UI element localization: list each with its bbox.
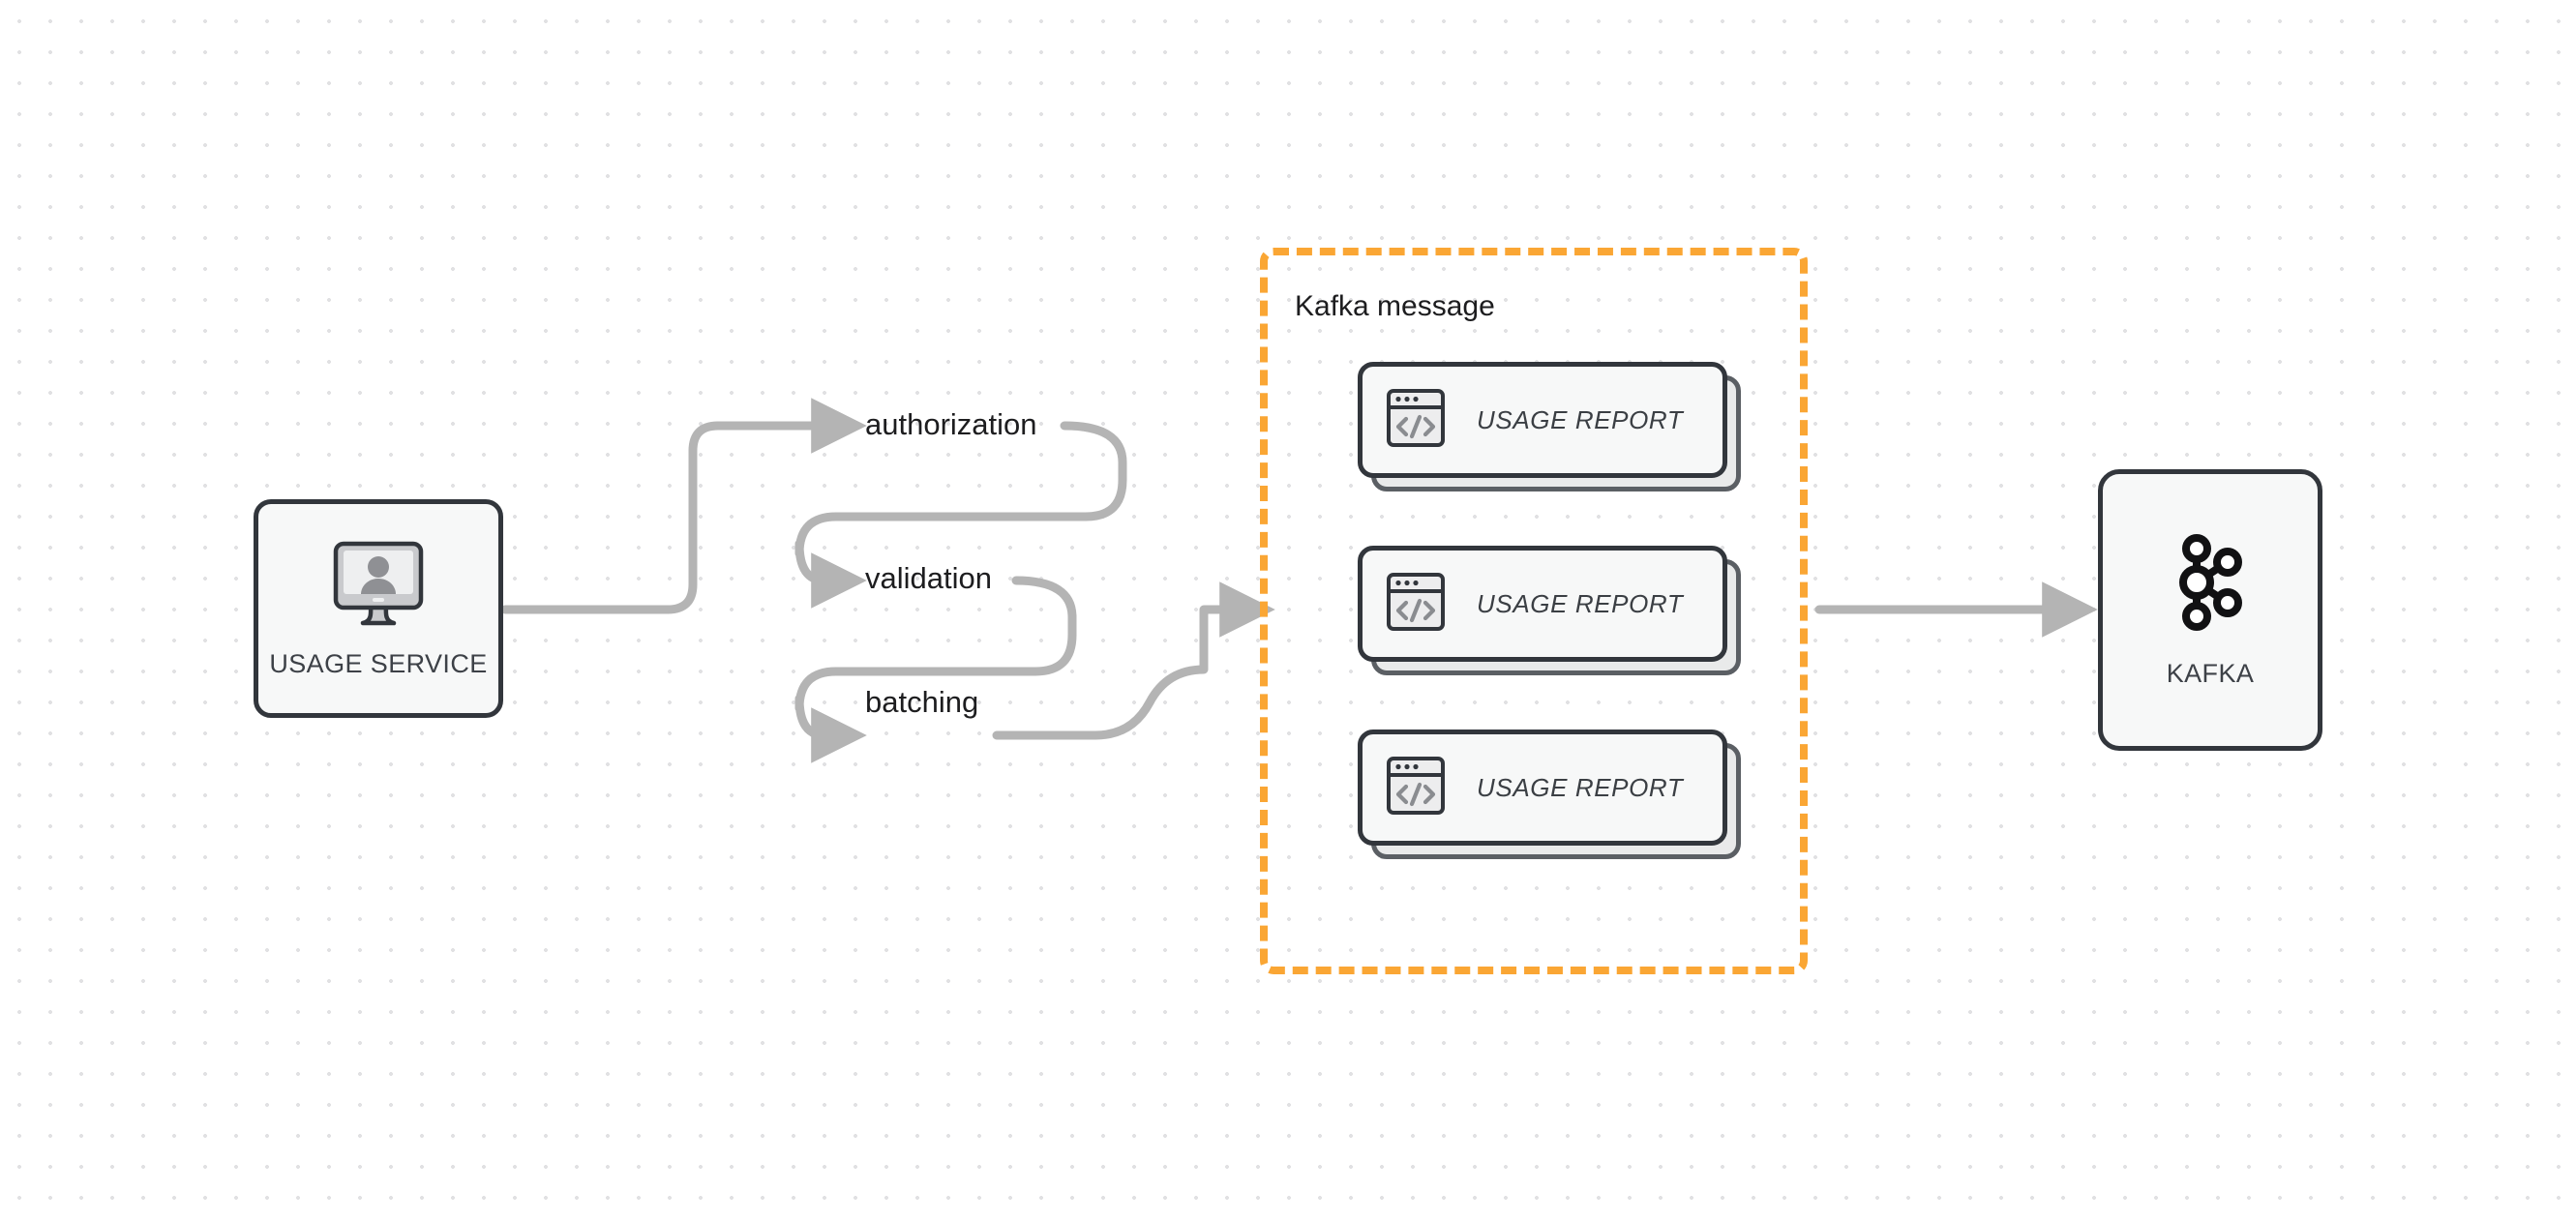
card-usage-report-front[interactable]: USAGE REPORT (1358, 546, 1727, 662)
node-kafka-label: KAFKA (2166, 658, 2255, 688)
card-usage-report-label: USAGE REPORT (1477, 588, 1684, 618)
code-window-icon (1386, 388, 1446, 453)
card-usage-report[interactable]: USAGE REPORT (1358, 730, 1741, 859)
flow-step-authorization: authorization (865, 407, 1037, 441)
card-usage-report[interactable]: USAGE REPORT (1358, 362, 1741, 491)
card-usage-report-label: USAGE REPORT (1477, 772, 1684, 802)
monitor-user-icon (328, 538, 429, 636)
edge-usage-service-to-authorization (500, 398, 867, 614)
card-usage-report-front[interactable]: USAGE REPORT (1358, 730, 1727, 846)
card-usage-report-label: USAGE REPORT (1477, 404, 1684, 434)
card-usage-report[interactable]: USAGE REPORT (1358, 546, 1741, 675)
card-usage-report-front[interactable]: USAGE REPORT (1358, 362, 1727, 478)
edge-authorization-to-validation (794, 421, 1127, 609)
edge-batching-to-kafka-message (992, 581, 1275, 740)
node-kafka[interactable]: KAFKA (2098, 469, 2322, 751)
node-usage-service[interactable]: USAGE SERVICE (254, 499, 503, 718)
kafka-logo-icon (2172, 532, 2249, 638)
group-kafka-message (1260, 248, 1808, 974)
node-usage-service-label: USAGE SERVICE (269, 649, 488, 678)
code-window-icon (1386, 756, 1446, 820)
group-kafka-message-title: Kafka message (1295, 290, 1495, 322)
flow-step-validation: validation (865, 561, 992, 595)
flow-step-batching: batching (865, 685, 979, 719)
code-window-icon (1386, 572, 1446, 637)
